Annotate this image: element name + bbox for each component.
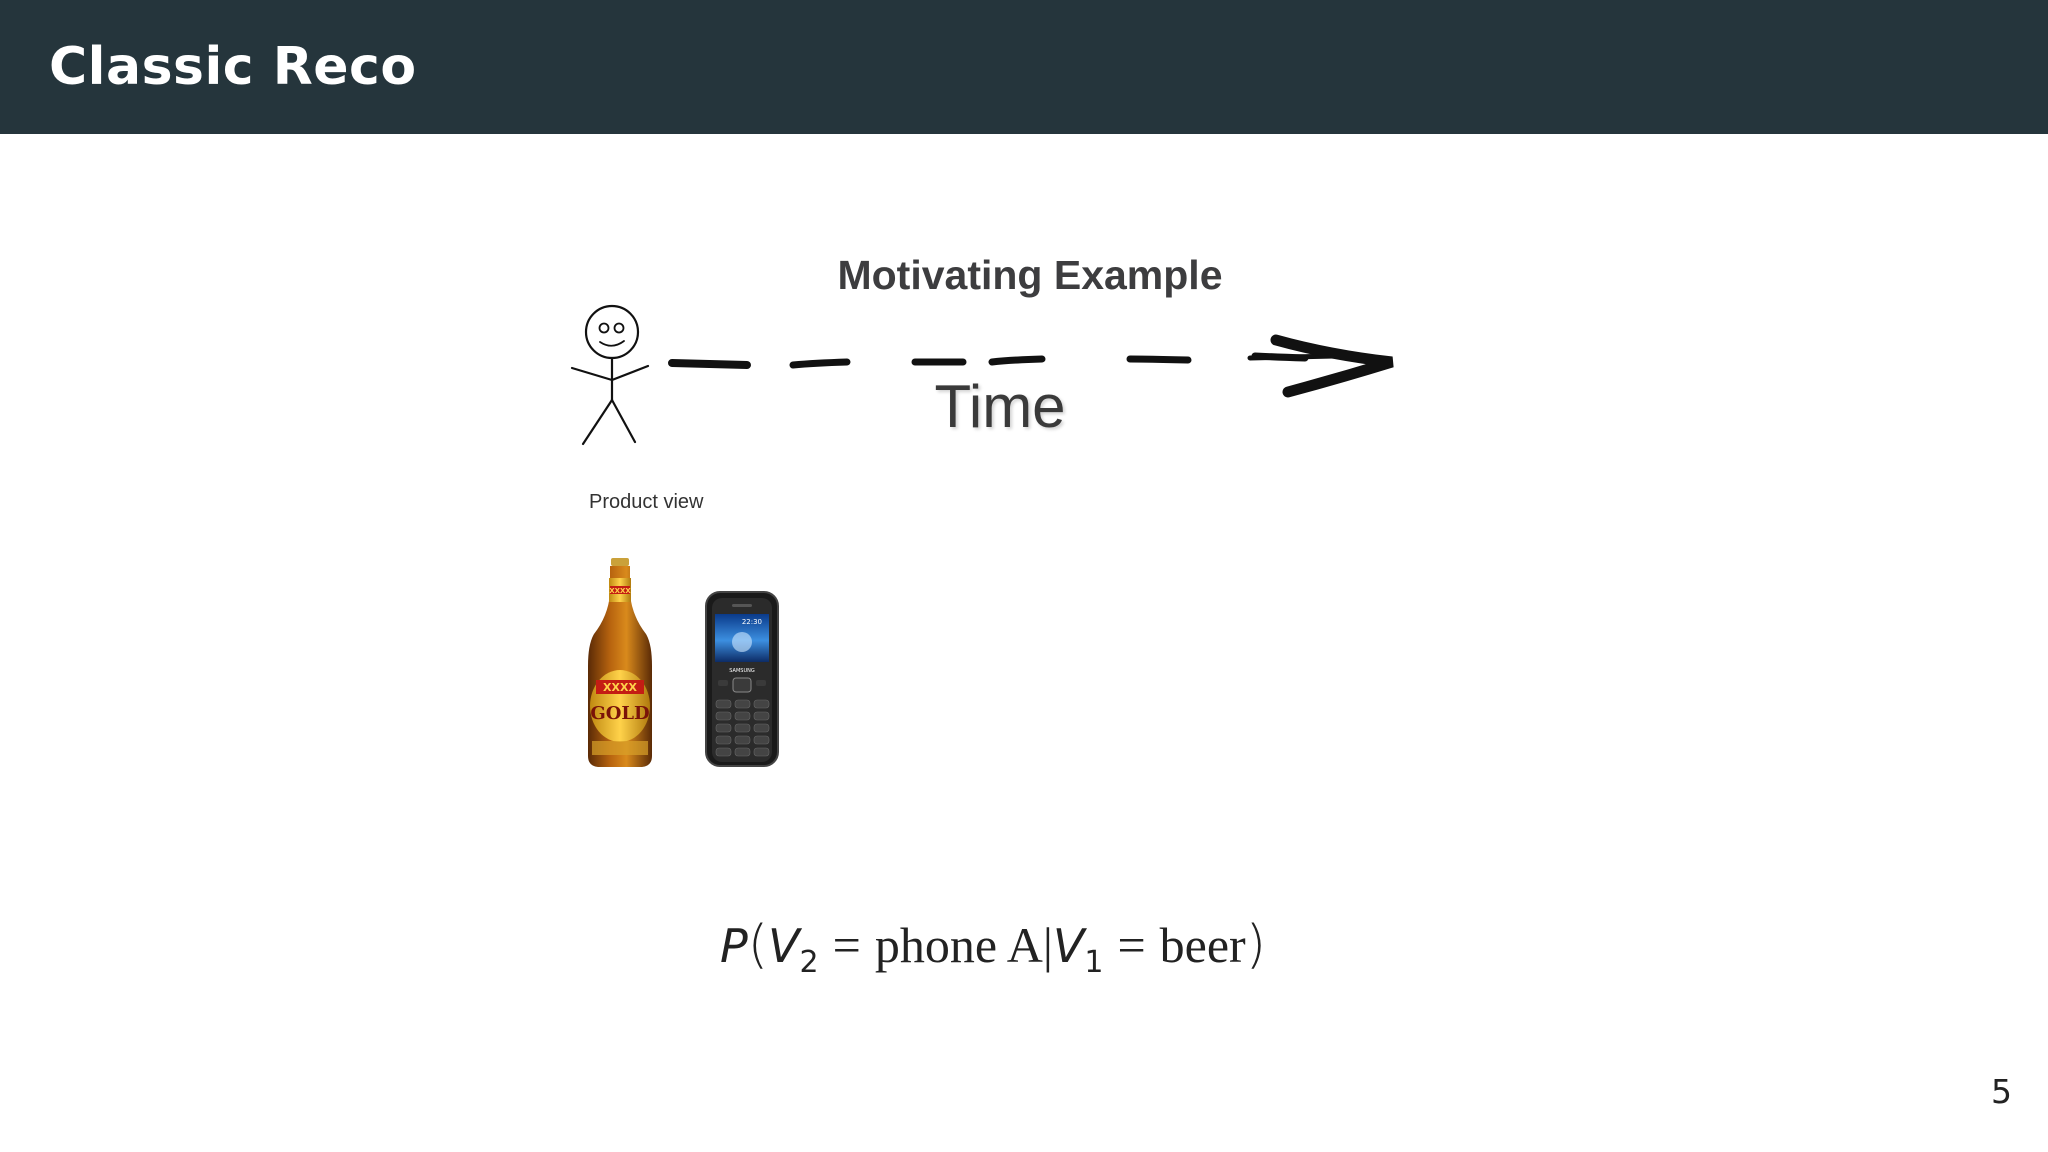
- slide-title: Classic Reco: [49, 37, 417, 97]
- formula-open-paren: (: [747, 915, 769, 975]
- formula-bar: |: [1042, 917, 1053, 973]
- formula-phone-value: phone A: [874, 917, 1043, 973]
- formula-equals-2: =: [1117, 917, 1146, 973]
- timeline-diagram: [570, 304, 1394, 446]
- timeline-arrow: [668, 352, 1338, 369]
- conditional-probability-formula: P(V2=phone A|V1=beer): [720, 910, 1340, 990]
- svg-text:XXXX: XXXX: [609, 587, 631, 595]
- svg-text:XXXX: XXXX: [603, 681, 637, 694]
- beer-bottle-icon: XXXX XXXX GOLD: [588, 558, 652, 767]
- formula-equals-1: =: [832, 917, 861, 973]
- arrow-head-icon: [1270, 334, 1394, 398]
- time-label: Time: [934, 373, 1066, 440]
- header-bar: [0, 0, 2048, 134]
- formula-sub-2: 2: [799, 945, 819, 980]
- figure-title: Motivating Example: [837, 252, 1223, 298]
- page-number: 5: [1991, 1072, 2012, 1111]
- stick-figure-icon: [570, 304, 650, 446]
- formula-sub-1: 1: [1084, 945, 1104, 980]
- svg-text:SAMSUNG: SAMSUNG: [729, 668, 755, 674]
- svg-text:22:30: 22:30: [742, 618, 762, 626]
- product-view-label: Product view: [589, 491, 704, 513]
- formula-var-v1: V: [1052, 919, 1085, 973]
- formula-close-paren: ): [1245, 915, 1266, 975]
- formula-var-v2: V: [768, 919, 800, 973]
- formula-beer-value: beer: [1159, 917, 1246, 973]
- svg-text:GOLD: GOLD: [590, 703, 649, 724]
- mobile-phone-icon: 22:30 SAMSUNG: [705, 591, 779, 767]
- formula-prob-symbol: P: [720, 919, 748, 973]
